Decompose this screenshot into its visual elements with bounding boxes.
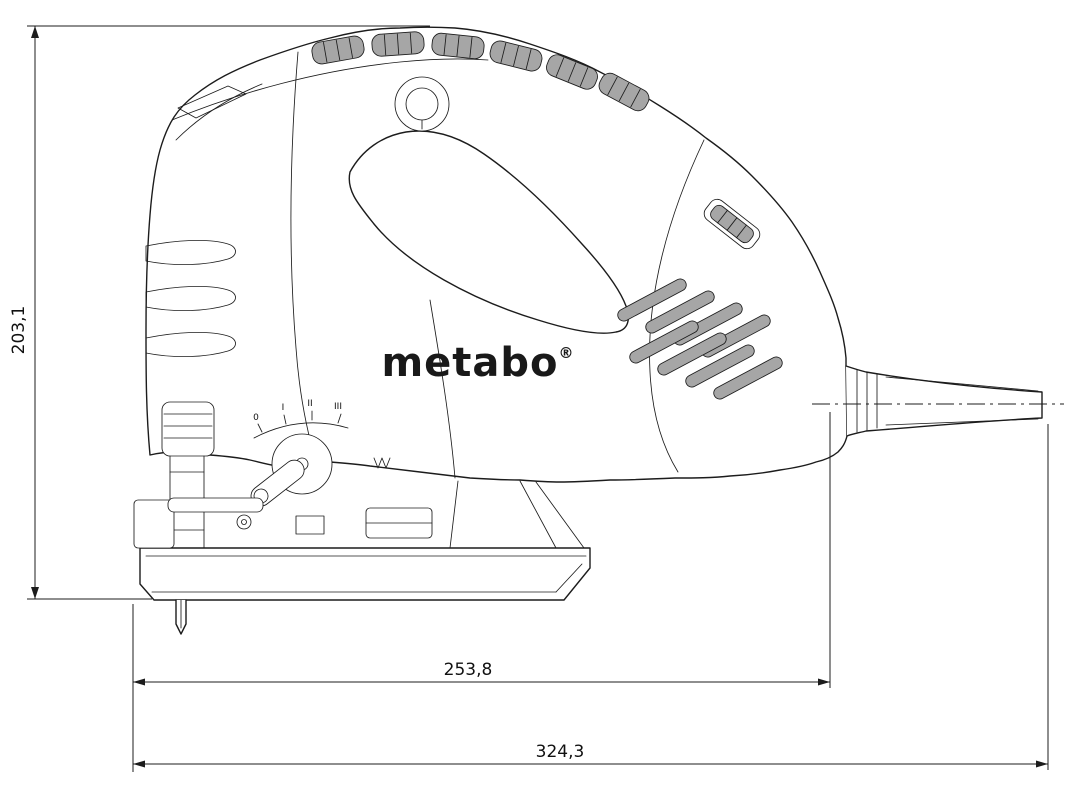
bellows (161, 401, 215, 457)
scale-label-0: 0 (253, 413, 259, 423)
grip-pad (546, 54, 598, 90)
dimension-height: 203,1 (9, 25, 430, 600)
scale-label-3: III (334, 402, 342, 412)
dimension-length-inner: 253,8 (132, 412, 831, 772)
front-ridge (145, 239, 236, 266)
saw-blade (175, 599, 187, 635)
front-grip-ridges (145, 239, 236, 358)
grip-pad (371, 31, 425, 57)
grip-pad (598, 72, 650, 112)
top-seam-line (171, 58, 489, 121)
vent-slot (713, 356, 783, 400)
cord-boot-outline (845, 365, 1043, 437)
base-detail-small (295, 515, 325, 535)
metabo-logo: metabo® (381, 340, 574, 386)
vent-slot (645, 290, 715, 334)
front-insert-outline (177, 85, 247, 119)
base-screw (236, 514, 252, 530)
front-vertical-seam (290, 51, 317, 463)
front-ridge (145, 285, 236, 312)
jigsaw-body (145, 26, 848, 483)
scale-label-1: I (282, 403, 285, 413)
speed-dial-outer (394, 76, 450, 132)
arrowhead-up (31, 26, 39, 38)
cord-boot (845, 365, 1043, 437)
grip-pad (311, 35, 365, 65)
scale-label-2: II (307, 399, 312, 409)
base-plate-outline (139, 547, 591, 601)
clamp-w-icon (373, 457, 391, 469)
grip-pad (489, 40, 543, 72)
arrowhead-down (31, 587, 39, 599)
vent-slots (617, 278, 783, 400)
front-ridge (145, 331, 236, 358)
grip-pads (311, 31, 650, 112)
grip-pad (431, 32, 485, 60)
orbital-selector: 0 I II III (250, 399, 391, 507)
dimension-inner-label: 253,8 (444, 660, 493, 680)
mid-body-seam (429, 299, 456, 479)
adjust-arm (167, 497, 264, 513)
speed-dial (394, 76, 450, 132)
vent-slot (617, 278, 687, 322)
base-plate (133, 480, 591, 601)
adjust-bracket (133, 499, 175, 549)
body-outline (145, 26, 848, 483)
selector-scale-arc (253, 422, 349, 439)
vent-slot (685, 344, 755, 388)
dimension-height-label: 203,1 (9, 306, 29, 355)
vent-slot (629, 320, 699, 364)
dimension-overall-label: 324,3 (536, 742, 585, 762)
dimension-length-overall: 324,3 (133, 424, 1049, 770)
vent-slot (657, 332, 727, 376)
switch-slider (703, 198, 761, 250)
